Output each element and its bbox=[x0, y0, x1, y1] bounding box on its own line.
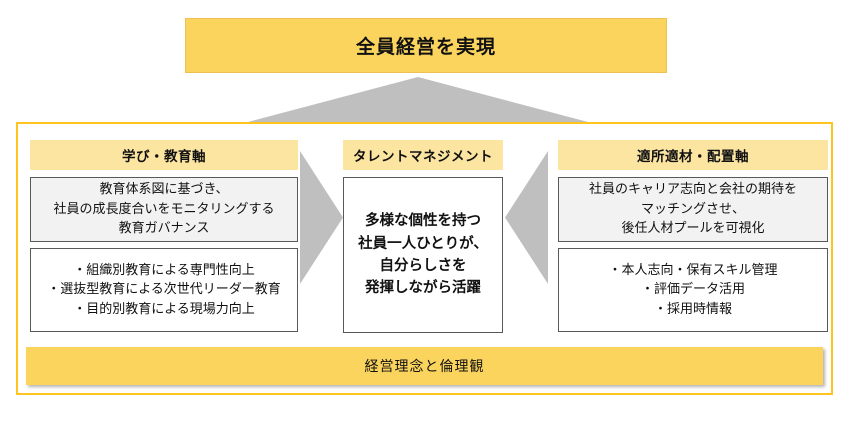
learning-axis-header: 学び・教育軸 bbox=[30, 140, 298, 170]
philosophy-bar: 経営理念と倫理観 bbox=[26, 347, 823, 385]
placement-bullets-box: ・本人志向・保有スキル管理 ・評価データ活用 ・採用時情報 bbox=[558, 248, 828, 332]
learning-axis-header-label: 学び・教育軸 bbox=[122, 149, 206, 165]
framework-panel: 学び・教育軸 教育体系図に基づき、 社員の成長度合いをモニタリングする 教育ガバ… bbox=[16, 122, 833, 395]
goal-banner: 全員経営を実現 bbox=[185, 18, 667, 73]
placement-bullets-text: ・本人志向・保有スキル管理 ・評価データ活用 ・採用時情報 bbox=[608, 262, 778, 317]
learning-governance-text: 教育体系図に基づき、 社員の成長度合いをモニタリングする 教育ガバナンス bbox=[53, 182, 275, 237]
placement-axis-header-label: 適所適材・配置軸 bbox=[637, 149, 749, 165]
placement-matching-box: 社員のキャリア志向と会社の期待を マッチングさせ、 後任人材プールを可視化 bbox=[558, 177, 828, 242]
talent-management-header: タレントマネジメント bbox=[343, 140, 503, 170]
goal-title: 全員経営を実現 bbox=[355, 36, 496, 58]
learning-bullets-text: ・組織別教育による専門性向上 ・選抜型教育による次世代リーダー教育 ・目的別教育… bbox=[47, 262, 281, 317]
philosophy-bar-label: 経営理念と倫理観 bbox=[364, 359, 485, 375]
placement-axis-header: 適所適材・配置軸 bbox=[558, 140, 828, 170]
talent-vision-text: 多様な個性を持つ 社員一人ひとりが、 自分らしさを 発揮しながら活躍 bbox=[358, 213, 488, 297]
placement-matching-text: 社員のキャリア志向と会社の期待を マッチングさせ、 後任人材プールを可視化 bbox=[588, 182, 797, 237]
learning-governance-box: 教育体系図に基づき、 社員の成長度合いをモニタリングする 教育ガバナンス bbox=[30, 177, 298, 242]
left-arrow-icon bbox=[505, 151, 548, 284]
talent-vision-box: 多様な個性を持つ 社員一人ひとりが、 自分らしさを 発揮しながら活躍 bbox=[343, 177, 503, 333]
talent-management-header-label: タレントマネジメント bbox=[353, 149, 493, 165]
right-arrow-icon bbox=[300, 151, 343, 284]
learning-bullets-box: ・組織別教育による専門性向上 ・選抜型教育による次世代リーダー教育 ・目的別教育… bbox=[30, 248, 298, 332]
up-arrow-icon bbox=[248, 77, 588, 122]
